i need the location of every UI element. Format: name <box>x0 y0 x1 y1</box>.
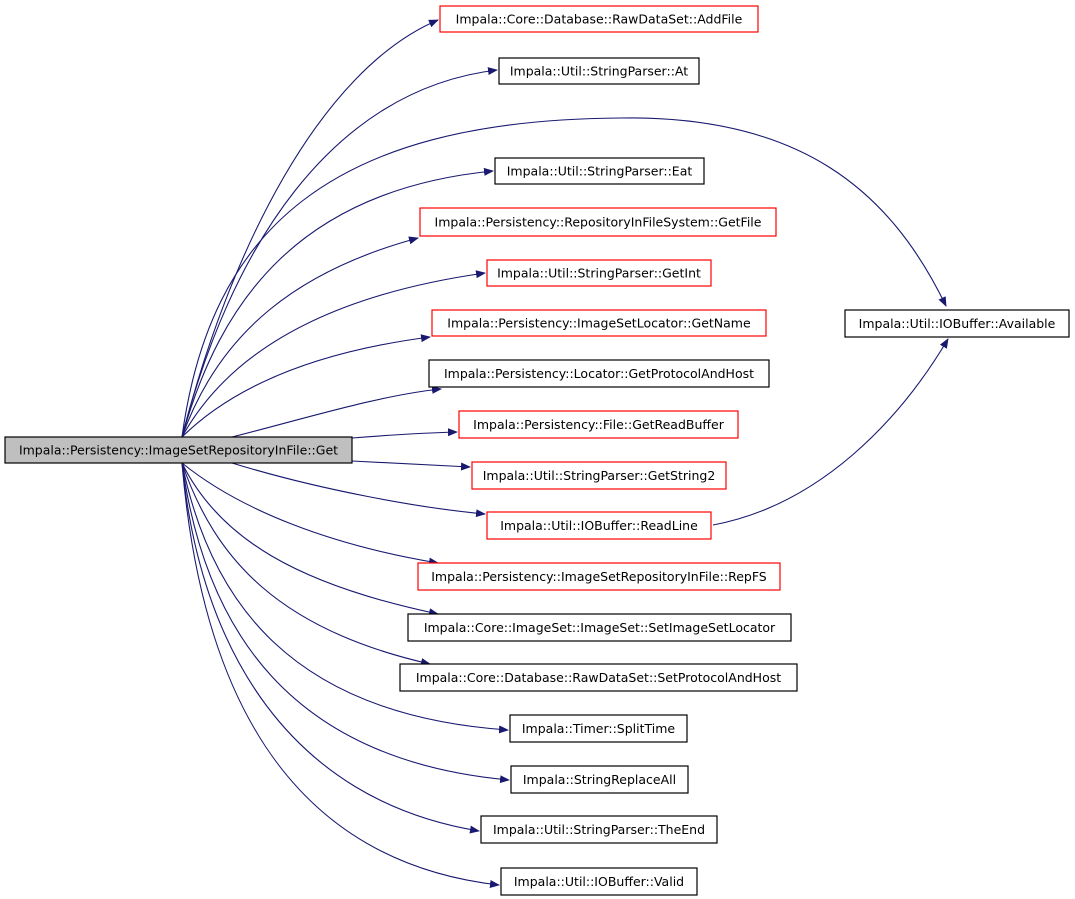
node-getint[interactable]: Impala::Util::StringParser::GetInt <box>486 259 712 287</box>
setprotocol-label: Impala::Core::Database::RawDataSet::SetP… <box>416 670 781 685</box>
getfile-label: Impala::Persistency::RepositoryInFileSys… <box>435 215 762 230</box>
edge-root-to-eat <box>181 167 494 438</box>
splittime-box <box>509 714 688 743</box>
node-getname[interactable]: Impala::Persistency::ImageSetLocator::Ge… <box>431 309 767 337</box>
at-label: Impala::Util::StringParser::At <box>510 64 688 79</box>
node-readline[interactable]: Impala::Util::IOBuffer::ReadLine <box>486 511 712 540</box>
node-valid[interactable]: Impala::Util::IOBuffer::Valid <box>500 867 698 896</box>
node-at[interactable]: Impala::Util::StringParser::At <box>498 57 700 85</box>
root-label: Impala::Persistency::ImageSetRepositoryI… <box>19 443 338 458</box>
getprotocol-label: Impala::Persistency::Locator::GetProtoco… <box>444 366 754 381</box>
node-getreadbuffer[interactable]: Impala::Persistency::File::GetReadBuffer <box>458 410 739 439</box>
readline-label: Impala::Util::IOBuffer::ReadLine <box>500 518 698 533</box>
getname-label: Impala::Persistency::ImageSetLocator::Ge… <box>447 316 751 331</box>
edge-root-to-repfs <box>181 462 439 566</box>
node-available[interactable]: Impala::Util::IOBuffer::Available <box>844 309 1070 338</box>
splittime-label: Impala::Timer::SplitTime <box>522 721 676 736</box>
edge-root-to-replaceall <box>181 462 510 784</box>
replaceall-label: Impala::StringReplaceAll <box>523 772 676 787</box>
valid-label: Impala::Util::IOBuffer::Valid <box>514 874 684 889</box>
edge-root-to-available <box>181 117 947 438</box>
replaceall-box <box>510 765 689 794</box>
repfs-label: Impala::Persistency::ImageSetRepositoryI… <box>431 569 767 584</box>
theend-box <box>480 815 718 844</box>
edge-layer <box>181 19 949 888</box>
getint-box <box>486 259 712 287</box>
node-replaceall[interactable]: Impala::StringReplaceAll <box>510 765 689 794</box>
available-label: Impala::Util::IOBuffer::Available <box>859 316 1056 331</box>
theend-label: Impala::Util::StringParser::TheEnd <box>493 822 705 837</box>
edge-root-to-getint <box>181 270 486 438</box>
node-eat[interactable]: Impala::Util::StringParser::Eat <box>494 157 705 185</box>
node-theend[interactable]: Impala::Util::StringParser::TheEnd <box>480 815 718 844</box>
node-setlocator[interactable]: Impala::Core::ImageSet::ImageSet::SetIma… <box>407 613 792 642</box>
node-splittime[interactable]: Impala::Timer::SplitTime <box>509 714 688 743</box>
root-box <box>4 436 353 464</box>
getprotocol-box <box>428 359 770 388</box>
addfile-box <box>439 5 759 33</box>
edge-root-to-addfile <box>181 19 439 438</box>
node-setprotocol[interactable]: Impala::Core::Database::RawDataSet::SetP… <box>399 663 798 692</box>
edge-root-to-valid <box>181 462 500 888</box>
at-box <box>498 57 700 85</box>
edge-root-to-at <box>181 67 498 438</box>
getstring2-box <box>471 461 727 490</box>
getfile-box <box>419 207 777 237</box>
setlocator-label: Impala::Core::ImageSet::ImageSet::SetIma… <box>424 620 776 635</box>
edge-root-to-setlocator <box>181 462 439 617</box>
readline-box <box>486 511 712 540</box>
node-addfile[interactable]: Impala::Core::Database::RawDataSet::AddF… <box>439 5 759 33</box>
setlocator-box <box>407 613 792 642</box>
valid-box <box>500 867 698 896</box>
root-node[interactable]: Impala::Persistency::ImageSetRepositoryI… <box>4 436 353 464</box>
edge-root-to-readline <box>231 462 486 518</box>
edge-root-to-theend <box>181 462 480 834</box>
eat-box <box>494 157 705 185</box>
edge-root-to-getprotocol <box>231 385 442 438</box>
getint-label: Impala::Util::StringParser::GetInt <box>497 266 701 281</box>
getreadbuffer-label: Impala::Persistency::File::GetReadBuffer <box>473 417 725 432</box>
node-getfile[interactable]: Impala::Persistency::RepositoryInFileSys… <box>419 207 777 237</box>
edge-root-to-getname <box>181 334 431 438</box>
node-getstring2[interactable]: Impala::Util::StringParser::GetString2 <box>471 461 727 490</box>
setprotocol-box <box>399 663 798 692</box>
edge-root-to-setprotocol <box>181 462 431 666</box>
getname-box <box>431 309 767 337</box>
edge-root-to-splittime <box>181 462 509 734</box>
node-getprotocol[interactable]: Impala::Persistency::Locator::GetProtoco… <box>428 359 770 388</box>
available-box <box>844 309 1070 338</box>
getreadbuffer-box <box>458 410 739 439</box>
addfile-label: Impala::Core::Database::RawDataSet::AddF… <box>456 12 743 27</box>
node-layer: Impala::Persistency::ImageSetRepositoryI… <box>4 5 1070 896</box>
edge-root-to-getfile <box>181 236 419 438</box>
getstring2-label: Impala::Util::StringParser::GetString2 <box>483 468 716 483</box>
edge-root-to-getreadbuffer <box>351 428 458 439</box>
node-repfs[interactable]: Impala::Persistency::ImageSetRepositoryI… <box>417 562 781 591</box>
edge-readline-to-available <box>712 338 949 526</box>
eat-label: Impala::Util::StringParser::Eat <box>507 164 693 179</box>
edge-root-to-getstring2 <box>351 460 471 471</box>
repfs-box <box>417 562 781 591</box>
